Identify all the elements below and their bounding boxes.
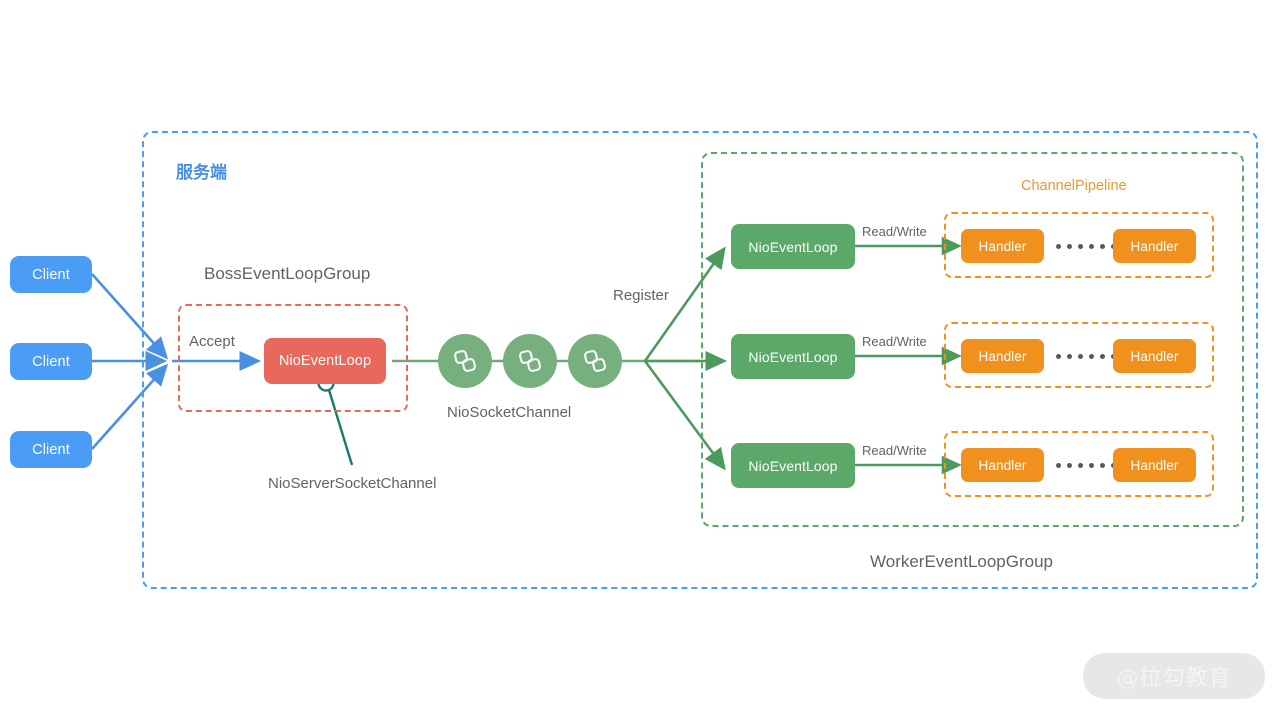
chain-link-icon	[454, 350, 476, 372]
server-title: 服务端	[176, 163, 227, 182]
worker-event-loop-group-container	[701, 152, 1244, 527]
worker-nio-event-loop-1[interactable]: NioEventLoop	[731, 224, 855, 269]
client-box-1[interactable]: Client	[10, 256, 92, 293]
worker-group-label: WorkerEventLoopGroup	[870, 552, 1054, 571]
chain-link-icon	[584, 350, 606, 372]
nio-socket-channel-label: NioSocketChannel	[447, 404, 572, 421]
handler-last-2[interactable]: Handler	[1113, 339, 1196, 373]
channel-pipeline-container-2	[944, 322, 1214, 388]
nio-socket-channel-icon-2	[503, 334, 557, 388]
handler-ellipsis-2	[1056, 354, 1116, 359]
boss-group-label: BossEventLoopGroup	[204, 264, 371, 283]
channel-pipeline-container-3	[944, 431, 1214, 497]
handler-last-3[interactable]: Handler	[1113, 448, 1196, 482]
channel-pipeline-label: ChannelPipeline	[1021, 178, 1127, 194]
worker-nio-event-loop-3[interactable]: NioEventLoop	[731, 443, 855, 488]
watermark: @拉勾教育	[1083, 653, 1265, 699]
read-write-label-2: Read/Write	[862, 334, 927, 349]
handler-first-3[interactable]: Handler	[961, 448, 1044, 482]
read-write-label-1: Read/Write	[862, 224, 927, 239]
boss-nio-event-loop[interactable]: NioEventLoop	[264, 338, 386, 384]
worker-nio-event-loop-2[interactable]: NioEventLoop	[731, 334, 855, 379]
client-box-2[interactable]: Client	[10, 343, 92, 380]
handler-ellipsis-3	[1056, 463, 1116, 468]
handler-first-1[interactable]: Handler	[961, 229, 1044, 263]
register-label: Register	[613, 287, 669, 304]
handler-ellipsis-1	[1056, 244, 1116, 249]
read-write-label-3: Read/Write	[862, 443, 927, 458]
accept-label: Accept	[189, 333, 235, 350]
channel-pipeline-container-1	[944, 212, 1214, 278]
handler-first-2[interactable]: Handler	[961, 339, 1044, 373]
nio-socket-channel-icon-3	[568, 334, 622, 388]
boss-event-loop-group-container	[178, 304, 408, 412]
chain-link-icon	[519, 350, 541, 372]
nio-server-socket-channel-label: NioServerSocketChannel	[268, 475, 437, 492]
handler-last-1[interactable]: Handler	[1113, 229, 1196, 263]
nio-socket-channel-icon-1	[438, 334, 492, 388]
server-container	[142, 131, 1258, 589]
client-box-3[interactable]: Client	[10, 431, 92, 468]
